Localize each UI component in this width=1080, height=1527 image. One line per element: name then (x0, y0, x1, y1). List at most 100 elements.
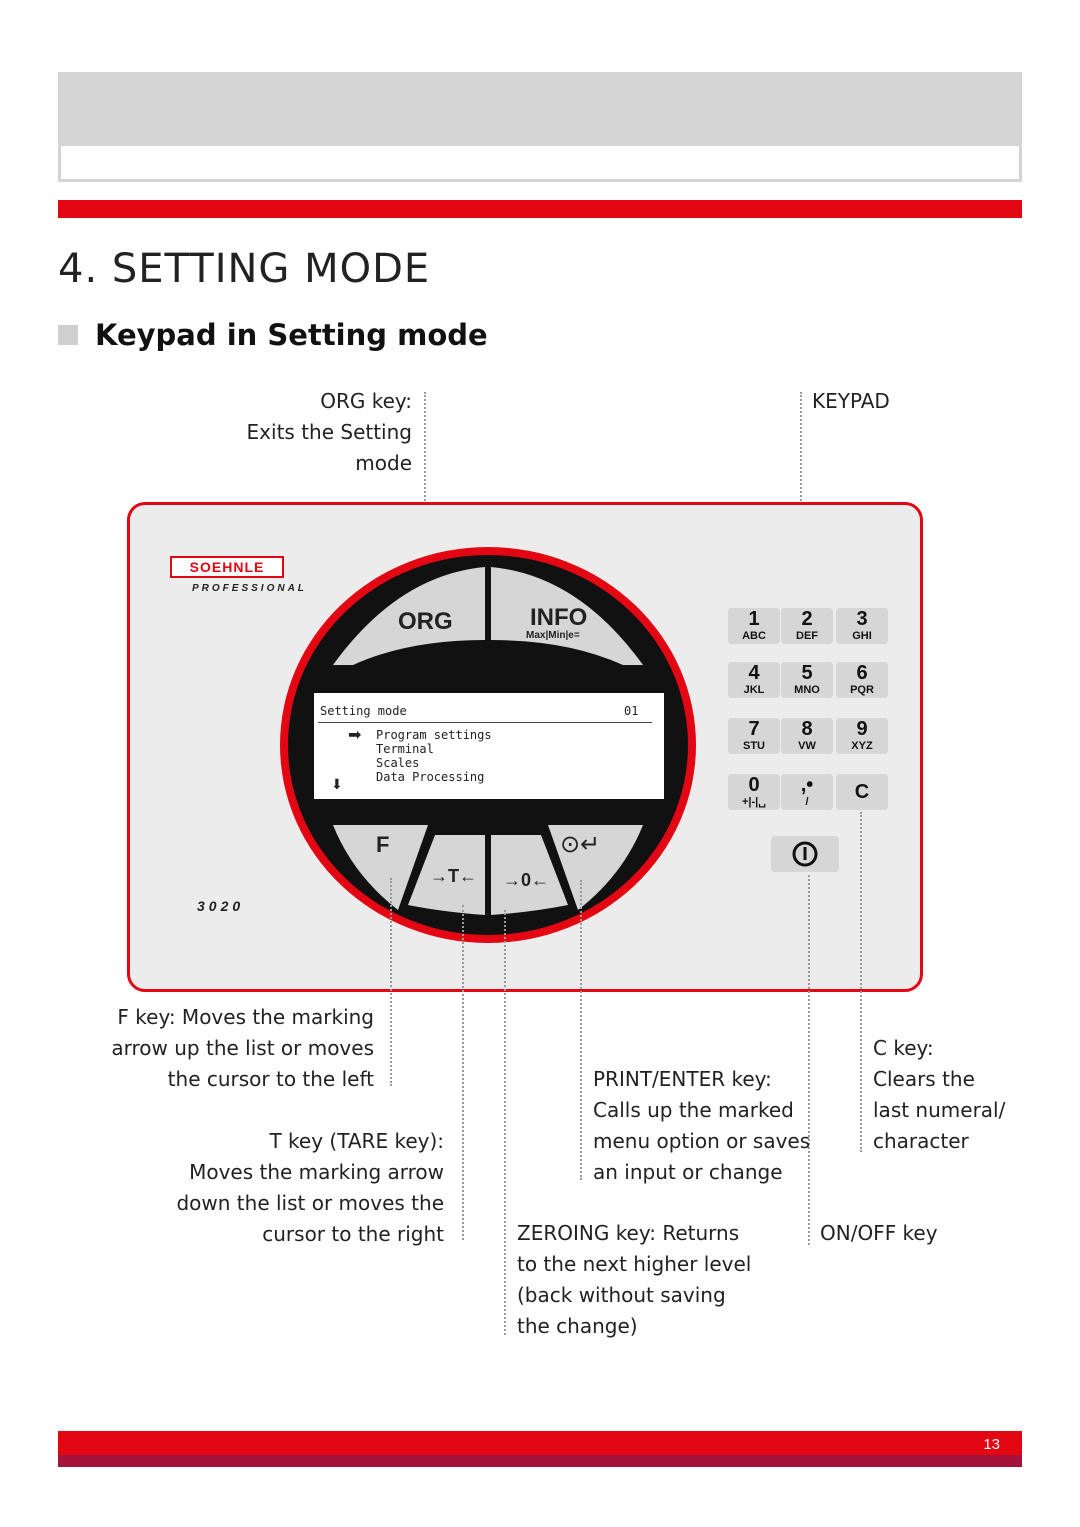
info-key-sub: Max|Min|e= (526, 630, 580, 641)
tare-button[interactable] (408, 835, 485, 915)
info-key-text: INFO (530, 604, 588, 631)
org-leader-line (424, 392, 426, 597)
tkey-line: Moves the marking arrow (189, 1160, 444, 1184)
control-wheel (280, 547, 696, 943)
key-letters: +|-|␣ (741, 796, 767, 808)
zero-line: to the next higher level (517, 1252, 752, 1276)
print-line: PRINT/ENTER key: (593, 1067, 772, 1091)
key-digit: 8 (801, 718, 813, 740)
red-bar (58, 200, 1022, 218)
keypad-leader-line (800, 392, 802, 572)
lcd-menu: Program settings Terminal Scales Data Pr… (376, 728, 492, 784)
key-digit: 7 (748, 718, 760, 740)
lcd-menu-item: Program settings (376, 728, 492, 742)
lcd-menu-item: Terminal (376, 742, 434, 756)
keypad-label: KEYPAD (812, 389, 890, 413)
key-digit: 1 (748, 608, 760, 630)
t-leader-line (462, 905, 464, 1240)
fkey-line: arrow up the list or moves (111, 1036, 374, 1060)
key-digit: 0 (748, 774, 760, 796)
on-off-button[interactable] (771, 836, 839, 872)
print-line: menu option or saves (593, 1129, 811, 1153)
footer-bar (58, 1431, 1022, 1455)
zero-key-text: →0← (503, 870, 550, 890)
f-key-label: F key: Moves the marking arrow up the li… (111, 1002, 374, 1095)
key-letters: VW (798, 740, 816, 752)
header-inner (61, 146, 1019, 179)
print-enter-icon: ⊙↵ (560, 831, 601, 858)
model-number: 3020 (197, 898, 245, 914)
ckey-line: C key: (873, 1036, 934, 1060)
ckey-line: Clears the (873, 1067, 975, 1091)
lcd-menu-item: Scales (376, 756, 420, 770)
key-letters: ABC (742, 630, 766, 642)
c-key-label: C key: Clears the last numeral/ characte… (873, 1033, 1005, 1157)
subtitle: Keypad in Setting mode (95, 318, 488, 352)
print-line: an input or change (593, 1160, 783, 1184)
key-digit: 4 (748, 662, 760, 684)
lcd-code: 01 (624, 704, 639, 718)
zero-button[interactable] (491, 835, 568, 915)
lcd-scroll-down-icon: ⬇ (331, 776, 343, 792)
f-leader-line (390, 878, 392, 1086)
f-button[interactable] (333, 825, 428, 910)
ckey-line: character (873, 1129, 969, 1153)
key-comma[interactable]: ,•/ (781, 774, 833, 810)
lcd-menu-item: Data Processing (376, 770, 485, 784)
key-digit: 3 (856, 608, 868, 630)
subtitle-square-icon (58, 325, 78, 345)
page-title: 4. SETTING MODE (58, 246, 431, 292)
tkey-line: down the list or moves the (176, 1191, 444, 1215)
org-line: mode (355, 451, 412, 475)
tkey-line: cursor to the right (262, 1222, 444, 1246)
key-letters: JKL (743, 684, 765, 696)
page-number: 13 (983, 1436, 1000, 1453)
key-0[interactable]: 0+|-|␣ (728, 774, 780, 810)
key-digit: 2 (801, 608, 813, 630)
print-key-label: PRINT/ENTER key: Calls up the marked men… (593, 1064, 810, 1188)
key-letters: XYZ (851, 740, 873, 752)
org-line: Exits the Setting (246, 420, 412, 444)
org-button[interactable] (333, 567, 485, 665)
key-letters: DEF (796, 630, 818, 642)
onoff-leader-line (808, 875, 810, 1245)
footer-bar-dark (58, 1455, 1022, 1467)
t-key-label: T key (TARE key): Moves the marking arro… (176, 1126, 444, 1250)
key-digit: 9 (856, 718, 868, 740)
key-c[interactable]: C (836, 774, 888, 810)
key-letters: / (805, 796, 809, 808)
zero-line: (back without saving (517, 1283, 726, 1307)
print-line: Calls up the marked (593, 1098, 794, 1122)
key-letters: PQR (850, 684, 874, 696)
lcd-display (314, 693, 664, 799)
info-button[interactable] (491, 567, 643, 665)
org-key-text: ORG (398, 608, 453, 635)
fkey-line: F key: Moves the marking (117, 1005, 374, 1029)
org-line: ORG key: (320, 389, 412, 413)
key-digit: 5 (801, 662, 813, 684)
fkey-line: the cursor to the left (167, 1067, 374, 1091)
c-leader-line (860, 812, 862, 1152)
tkey-line: T key (TARE key): (269, 1129, 444, 1153)
zero-key-label: ZEROING key: Returns to the next higher … (517, 1218, 751, 1342)
key-letters: STU (743, 740, 765, 752)
print-leader-line (580, 880, 582, 1180)
power-icon (792, 841, 818, 867)
print-enter-button[interactable] (548, 825, 643, 910)
org-key-label: ORG key: Exits the Setting mode (247, 386, 412, 479)
brand-logo: SOEHNLE (170, 556, 284, 578)
key-digit: ,• (800, 774, 814, 796)
zero-line: the change) (517, 1314, 638, 1338)
lcd-pointer-icon: ➡ (348, 727, 362, 744)
brand-sub: PROFESSIONAL (192, 583, 307, 594)
key-digit: C (854, 781, 870, 803)
